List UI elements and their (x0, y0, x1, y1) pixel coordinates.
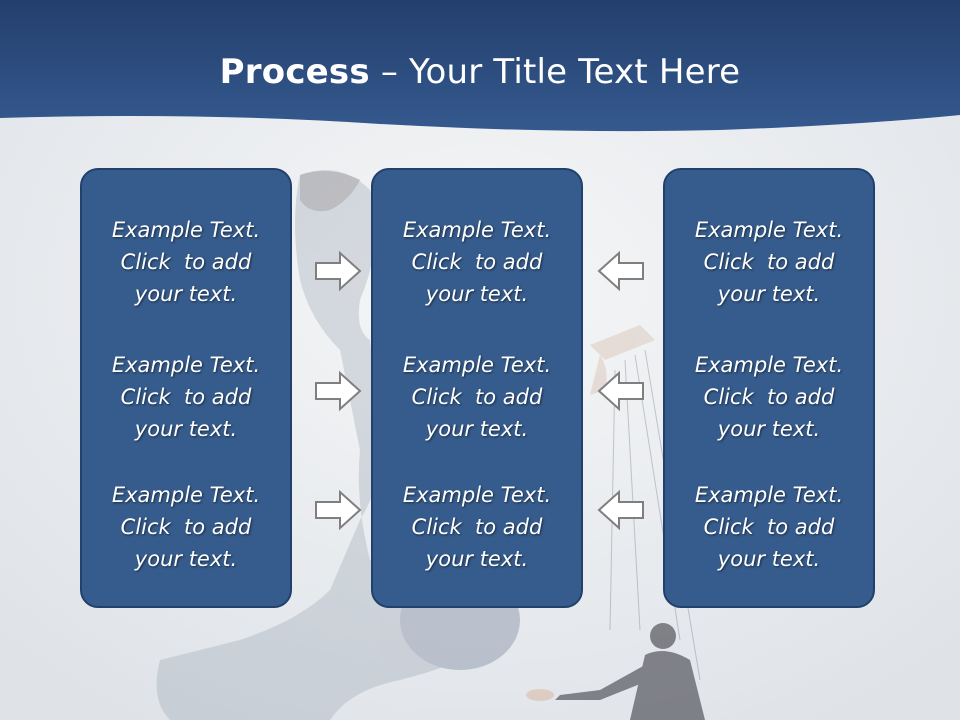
process-box-center[interactable]: Example Text. Click to add your text. Ex… (371, 168, 583, 608)
text-line: Click to add (703, 250, 835, 274)
text-line: Example Text. (694, 218, 844, 242)
text-line: Click to add (703, 515, 835, 539)
text-line: Click to add (120, 515, 252, 539)
text-line: your text. (134, 282, 238, 306)
right-arrow-icon (315, 489, 362, 531)
text-line: Example Text. (694, 353, 844, 377)
text-placeholder[interactable]: Example Text. Click to add your text. (665, 214, 873, 310)
text-line: Click to add (411, 385, 543, 409)
text-placeholder[interactable]: Example Text. Click to add your text. (373, 349, 581, 445)
title-rest: Your Title Text Here (409, 52, 741, 92)
text-line: Example Text. (111, 218, 261, 242)
left-arrow-icon (597, 250, 644, 292)
text-placeholder[interactable]: Example Text. Click to add your text. (665, 479, 873, 575)
text-line: Example Text. (111, 483, 261, 507)
header-band (0, 0, 960, 132)
text-line: your text. (425, 547, 529, 571)
left-arrow-icon (597, 489, 644, 531)
text-line: your text. (717, 282, 821, 306)
process-box-left[interactable]: Example Text. Click to add your text. Ex… (80, 168, 292, 608)
text-line: your text. (134, 547, 238, 571)
text-line: your text. (425, 417, 529, 441)
text-placeholder[interactable]: Example Text. Click to add your text. (373, 479, 581, 575)
text-line: Click to add (120, 385, 252, 409)
text-placeholder[interactable]: Example Text. Click to add your text. (373, 214, 581, 310)
text-placeholder[interactable]: Example Text. Click to add your text. (82, 479, 290, 575)
right-arrow-icon (315, 250, 362, 292)
title-bold: Process (219, 52, 370, 92)
text-placeholder[interactable]: Example Text. Click to add your text. (82, 214, 290, 310)
text-line: Click to add (411, 515, 543, 539)
text-line: Example Text. (111, 353, 261, 377)
text-line: your text. (717, 547, 821, 571)
text-line: your text. (134, 417, 238, 441)
text-line: your text. (425, 282, 529, 306)
text-line: your text. (717, 417, 821, 441)
left-arrow-icon (597, 370, 644, 412)
process-box-right[interactable]: Example Text. Click to add your text. Ex… (663, 168, 875, 608)
text-line: Click to add (120, 250, 252, 274)
slide-title[interactable]: Process – Your Title Text Here (0, 52, 960, 92)
text-line: Example Text. (402, 218, 552, 242)
text-line: Click to add (411, 250, 543, 274)
text-line: Example Text. (402, 353, 552, 377)
right-arrow-icon (315, 370, 362, 412)
text-placeholder[interactable]: Example Text. Click to add your text. (665, 349, 873, 445)
text-line: Example Text. (402, 483, 552, 507)
text-placeholder[interactable]: Example Text. Click to add your text. (82, 349, 290, 445)
text-line: Example Text. (694, 483, 844, 507)
title-separator: – (369, 52, 410, 92)
text-line: Click to add (703, 385, 835, 409)
